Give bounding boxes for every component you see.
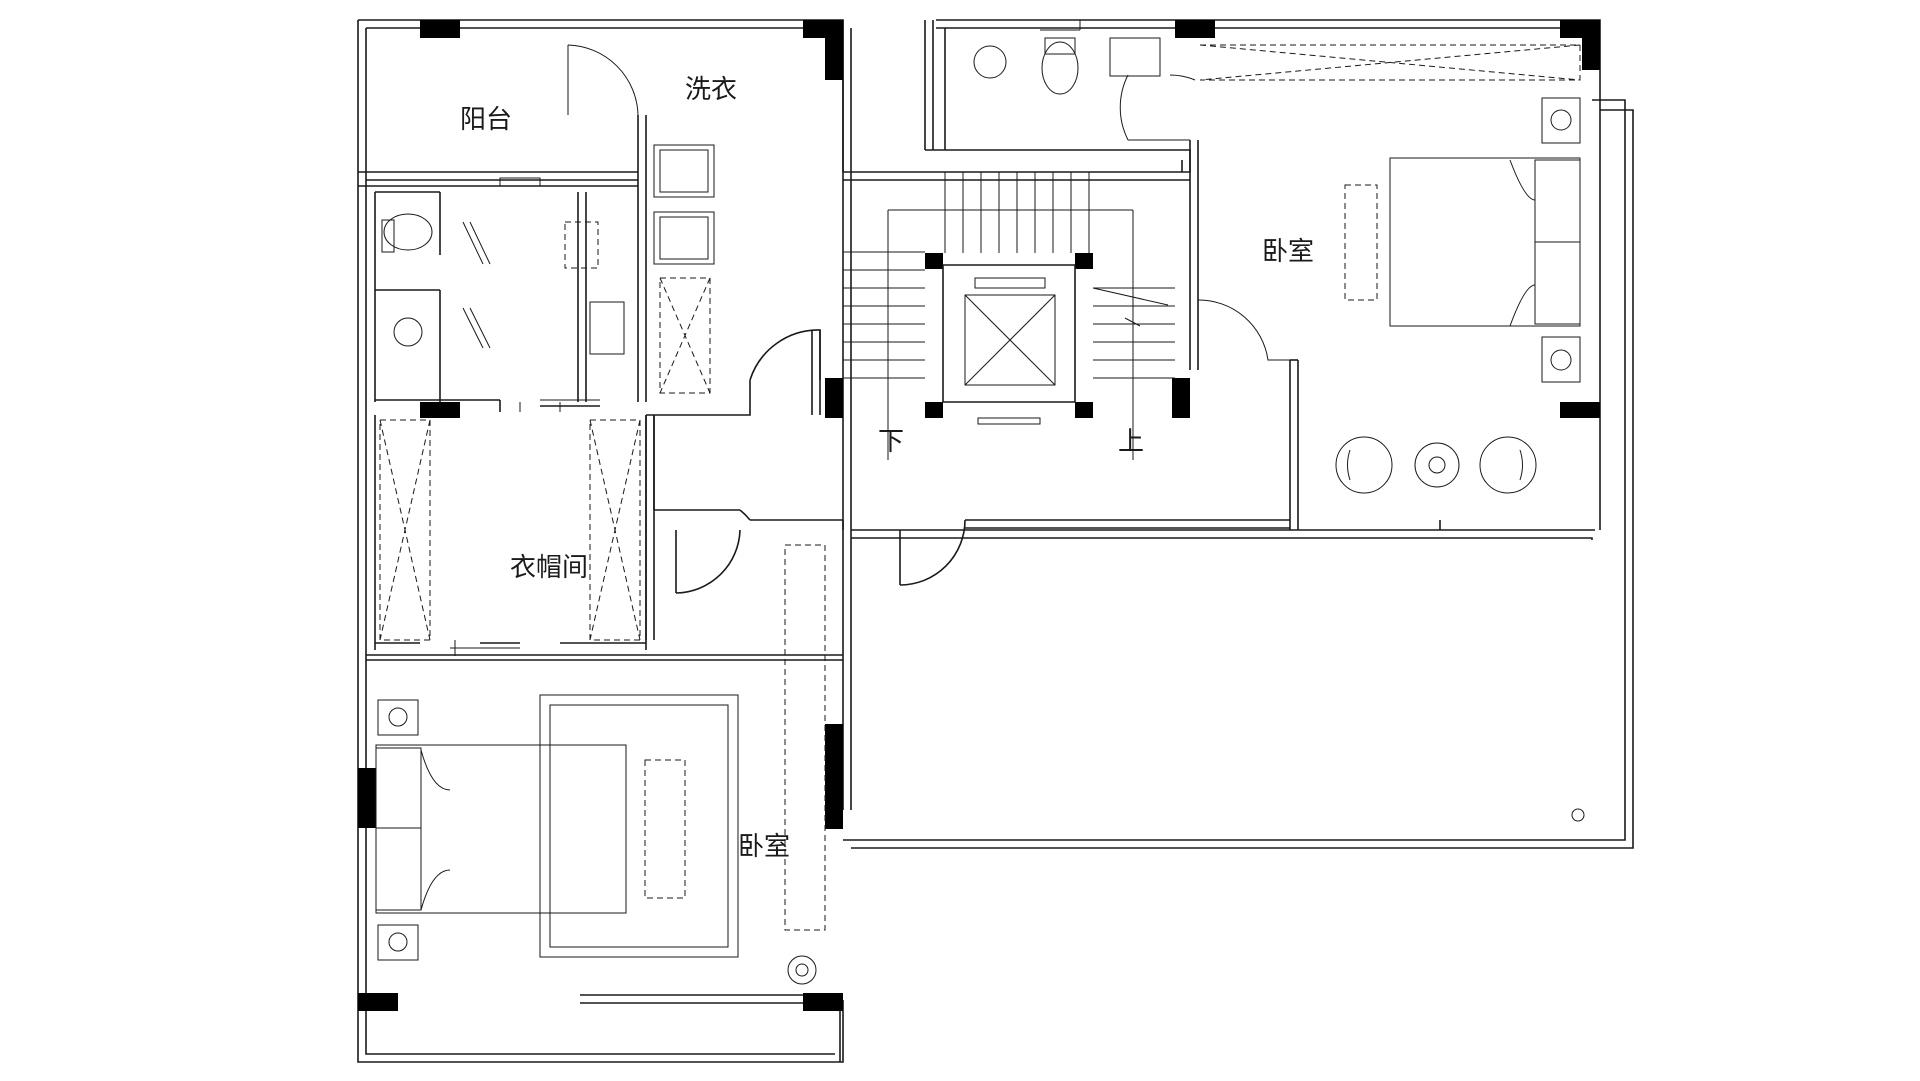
seating-ne — [1335, 436, 1537, 494]
label-bedroom-ne: 卧室 — [1262, 237, 1314, 267]
toilet-1 — [383, 213, 433, 251]
label-laundry: 洗衣 — [685, 75, 737, 105]
label-balcony: 阳台 — [460, 105, 512, 135]
washer-2 — [653, 211, 715, 265]
label-stair-down: 下 — [878, 427, 904, 457]
shower-drain — [973, 45, 1007, 79]
sink-1 — [589, 301, 625, 355]
toilet-2 — [1041, 41, 1079, 95]
structural-columns — [358, 20, 1600, 1011]
sink-2 — [1109, 37, 1161, 77]
fixtures — [375, 37, 1585, 985]
label-stair-up: 上 — [1118, 427, 1144, 457]
outer-walls — [357, 19, 1634, 1063]
bed-sw — [375, 694, 739, 961]
stairwell — [843, 172, 1175, 460]
room-labels: 阳台 洗衣 卧室 衣帽间 卧室 下 上 — [460, 75, 1314, 862]
bed-ne — [1344, 97, 1581, 383]
label-bedroom-sw: 卧室 — [738, 832, 790, 862]
label-cloakroom: 衣帽间 — [510, 553, 588, 583]
washer-1 — [653, 144, 715, 198]
interior-walls — [358, 19, 1441, 1062]
